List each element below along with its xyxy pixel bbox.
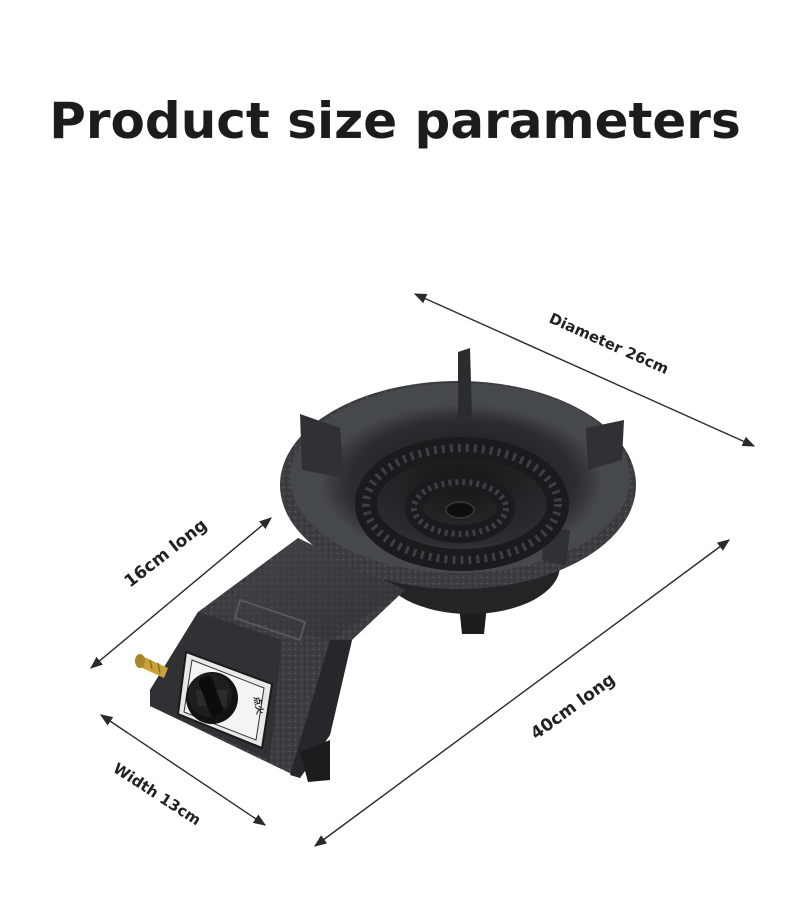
arm-side: [290, 640, 352, 778]
arm-dimension-line: [90, 517, 272, 669]
total-length-label: 40cm long: [527, 670, 619, 744]
burner-inner-ring-holes: [411, 479, 509, 537]
diameter-label: Diameter 26cm: [546, 309, 671, 378]
control-panel-text: 点火: [251, 695, 266, 716]
front-leg: [300, 740, 330, 782]
diameter-dimension-line: [413, 293, 756, 447]
arm-length-label: 16cm long: [121, 515, 211, 592]
page-title: Product size parameters: [49, 92, 741, 150]
length-dimension-line: [313, 539, 731, 847]
control-knob: [186, 672, 238, 724]
arm-emboss: [233, 598, 307, 642]
pot-support-left: [300, 414, 344, 478]
gas-inlet-nozzle: [135, 654, 168, 678]
stove-arm-top: [210, 538, 405, 640]
pot-support-back: [458, 348, 472, 420]
dimension-lines: [90, 293, 756, 847]
pot-support-right: [586, 420, 624, 470]
burner-center: [445, 501, 475, 519]
gas-stove: 点火: [135, 348, 636, 782]
burner-outer-ring-holes: [362, 444, 562, 564]
width-dimension-line: [99, 714, 267, 826]
width-label: Width 13cm: [110, 759, 204, 829]
